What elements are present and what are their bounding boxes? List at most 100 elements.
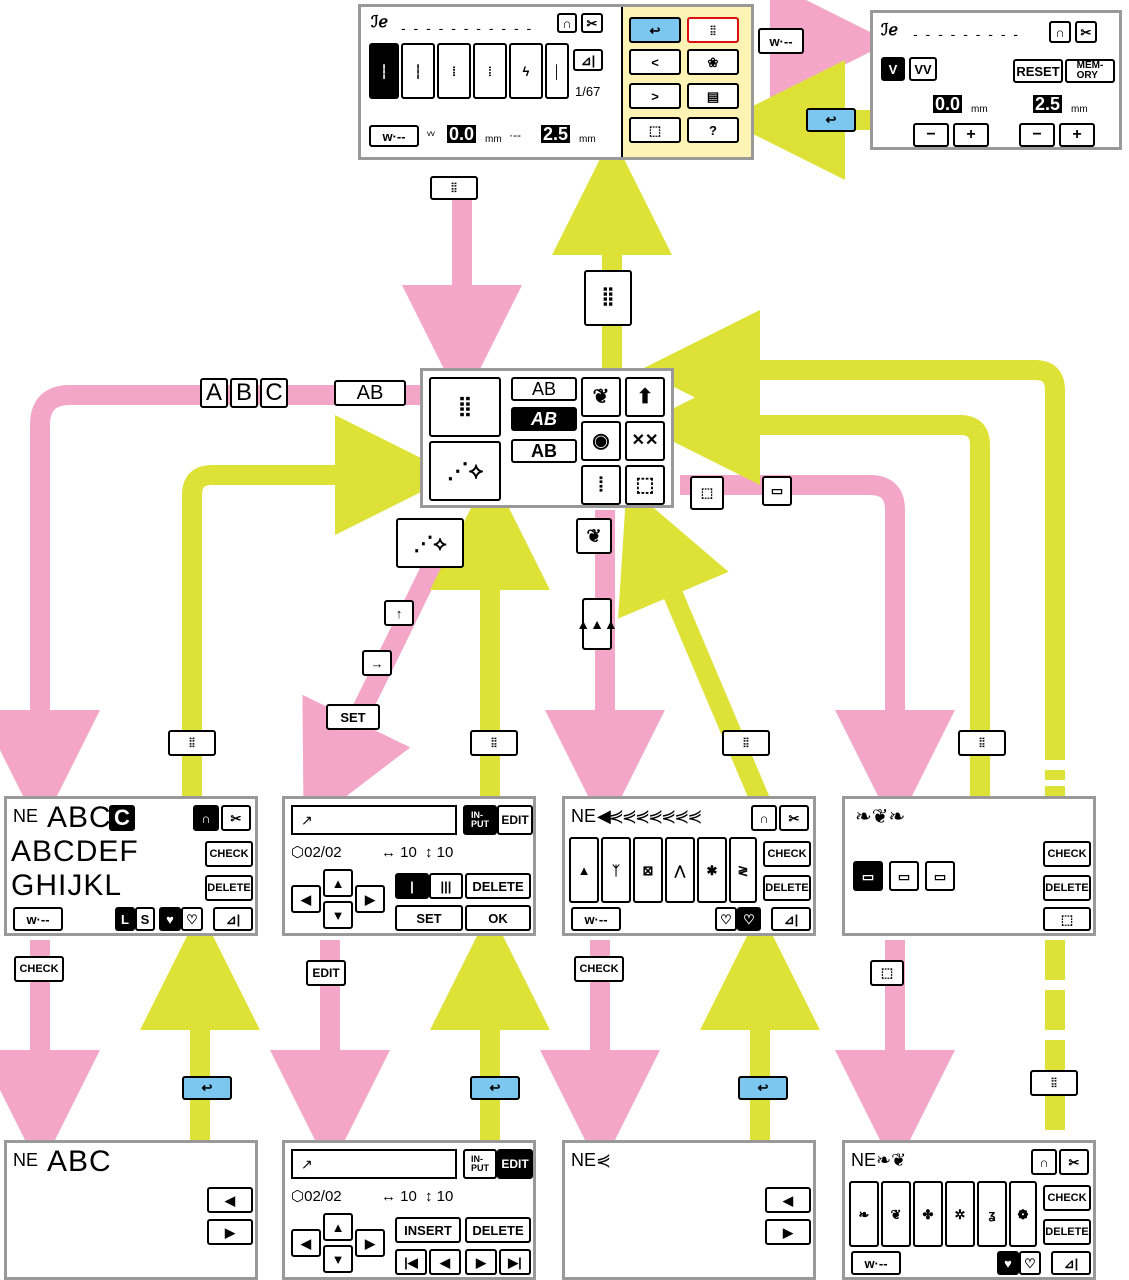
prev-page-icon[interactable]: < — [629, 49, 681, 75]
arrow-down-button[interactable]: ▼ — [323, 1245, 353, 1273]
check-button[interactable]: CHECK — [1043, 1185, 1091, 1211]
input-button[interactable]: IN- PUT — [463, 1149, 497, 1179]
heart-icon[interactable]: ♡ — [737, 907, 761, 931]
check-tag-deco[interactable]: CHECK — [574, 956, 624, 982]
heart-outline-icon[interactable]: ♡ — [181, 907, 203, 931]
ok-button[interactable]: OK — [465, 905, 531, 931]
stitch-cell-3[interactable]: ⦙ — [473, 43, 507, 99]
pocket-2[interactable]: ▭ — [889, 861, 919, 891]
scissors-icon[interactable]: ✂ — [1059, 1149, 1089, 1175]
mirror-icon[interactable]: ⊿| — [1051, 1251, 1091, 1275]
back-tag[interactable]: ↩ — [806, 108, 856, 132]
set-button[interactable]: SET — [395, 905, 463, 931]
custom-canvas[interactable]: ↗ — [291, 805, 457, 835]
my-custom-stitch-icon[interactable]: ⋰⟡ — [429, 441, 501, 501]
twin-needle-icon[interactable]: VV — [909, 57, 937, 81]
mirror-icon[interactable]: ⊿| — [213, 907, 253, 931]
size-l-button[interactable]: L — [115, 907, 135, 931]
right-arrow-tag[interactable]: → — [362, 650, 392, 676]
width-icon[interactable]: w·-- — [369, 125, 419, 147]
arrow-up-button[interactable]: ▲ — [323, 869, 353, 897]
stitch-cell-4[interactable]: ϟ — [509, 43, 543, 99]
utility-tag-bottom[interactable]: ⦙⦙ — [1030, 1070, 1078, 1096]
triple-line-icon[interactable]: ||| — [429, 873, 463, 899]
outline-icon[interactable]: ⦙ — [581, 465, 621, 505]
width-setting-tag[interactable]: w·-- — [758, 28, 804, 54]
back-step-button[interactable]: ◀ — [429, 1249, 461, 1275]
utility-tag-custom[interactable]: ⦙⦙ — [470, 730, 518, 756]
width-icon[interactable]: w·-- — [851, 1251, 901, 1275]
deco-stitch-4[interactable]: ⋀ — [665, 837, 695, 903]
utility-tag-pocket[interactable]: ⦙⦙ — [958, 730, 1006, 756]
input-button[interactable]: IN- PUT — [463, 805, 497, 835]
utility-tag[interactable]: ⦙⦙ — [430, 176, 478, 200]
deco-stitch-2[interactable]: ᛉ — [601, 837, 631, 903]
deco-stitch-3[interactable]: ⊠ — [633, 837, 663, 903]
leaf-stitch-4[interactable]: ✲ — [945, 1181, 975, 1247]
utility-tag-deco[interactable]: ⦙⦙ — [722, 730, 770, 756]
ab-tag[interactable]: AB — [334, 380, 406, 406]
heart-icon[interactable]: ♥ — [159, 907, 181, 931]
prev-button[interactable]: ◀ — [207, 1187, 253, 1213]
pocket-in-tag[interactable]: ⬚ — [690, 476, 724, 510]
arrow-left-button[interactable]: ◀ — [291, 885, 321, 913]
next-button[interactable]: ▶ — [207, 1219, 253, 1245]
abc-c-tag[interactable]: C — [260, 378, 288, 408]
abc-a-tag[interactable]: A — [200, 378, 228, 408]
width-plus-button[interactable]: + — [953, 123, 989, 147]
heart-outline-icon[interactable]: ♡ — [1019, 1251, 1041, 1275]
satin-icon[interactable]: ◉ — [581, 421, 621, 461]
insert-button[interactable]: INSERT — [395, 1217, 461, 1243]
back-tag-char[interactable]: ↩ — [182, 1076, 232, 1100]
size-s-button[interactable]: S — [135, 907, 155, 931]
single-needle-icon[interactable]: V — [881, 57, 905, 81]
decorative-icon[interactable]: ❦ — [581, 377, 621, 417]
utility-icon[interactable]: ⦙⦙ — [687, 17, 739, 43]
leaf-stitch-3[interactable]: ✤ — [913, 1181, 943, 1247]
ab-script-button[interactable]: AB — [511, 407, 577, 431]
heart-icon[interactable]: ♥ — [997, 1251, 1019, 1275]
memory-button[interactable]: MEM- ORY — [1065, 59, 1115, 83]
next-button[interactable]: ▶ — [765, 1219, 811, 1245]
custom-stitch-tag[interactable]: ⋰⟡ — [396, 518, 464, 568]
reverse-icon[interactable]: ∩ — [1031, 1149, 1057, 1175]
leaf-stitch-1[interactable]: ❧ — [849, 1181, 879, 1247]
pocket-icon[interactable]: ⬚ — [1043, 907, 1091, 931]
back-icon[interactable]: ↩ — [629, 17, 681, 43]
help-icon[interactable]: ? — [687, 117, 739, 143]
decorative-tag[interactable]: ❦ — [576, 518, 612, 554]
back-tag-deco[interactable]: ↩ — [738, 1076, 788, 1100]
leaf-stitch-2[interactable]: ❦ — [881, 1181, 911, 1247]
edit-button[interactable]: EDIT — [497, 1149, 533, 1179]
delete-button[interactable]: DELETE — [205, 875, 253, 901]
scissors-icon[interactable]: ✂ — [581, 13, 603, 33]
length-minus-button[interactable]: − — [1019, 123, 1055, 147]
embroidery-icon[interactable]: ❀ — [687, 49, 739, 75]
check-tag-char[interactable]: CHECK — [14, 956, 64, 982]
arrow-left-button[interactable]: ◀ — [291, 1229, 321, 1257]
delete-button[interactable]: DELETE — [465, 1217, 531, 1243]
forward-step-button[interactable]: ▶ — [465, 1249, 497, 1275]
pocket-cut-tag[interactable]: ▭ — [762, 476, 792, 506]
length-plus-button[interactable]: + — [1059, 123, 1095, 147]
check-button[interactable]: CHECK — [205, 841, 253, 867]
ab-outline-button[interactable]: AB — [511, 377, 577, 401]
heart-outline-icon[interactable]: ♡ — [715, 907, 737, 931]
reset-button[interactable]: RESET — [1013, 59, 1063, 83]
settings-icon[interactable]: ⬚ — [629, 117, 681, 143]
pocket-3[interactable]: ▭ — [925, 861, 955, 891]
single-line-icon[interactable]: | — [395, 873, 429, 899]
stitch-cell-2[interactable]: ⁞ — [437, 43, 471, 99]
delete-button[interactable]: DELETE — [1043, 875, 1091, 901]
mirror-icon[interactable]: ⊿| — [771, 907, 811, 931]
delete-button[interactable]: DELETE — [465, 873, 531, 899]
check-button[interactable]: CHECK — [763, 841, 811, 867]
scissors-icon[interactable]: ✂ — [221, 805, 251, 831]
deco-stitch-1[interactable]: ▲ — [569, 837, 599, 903]
back-tag-custom[interactable]: ↩ — [470, 1076, 520, 1100]
deco-stitch-6[interactable]: ≷ — [729, 837, 757, 903]
leaf-stitch-5[interactable]: ʓ — [977, 1181, 1007, 1247]
arrow-right-button[interactable]: ▶ — [355, 885, 385, 913]
satin-tag[interactable]: ▲▲▲ — [582, 598, 612, 650]
char-row1-selected[interactable]: C — [109, 805, 135, 831]
